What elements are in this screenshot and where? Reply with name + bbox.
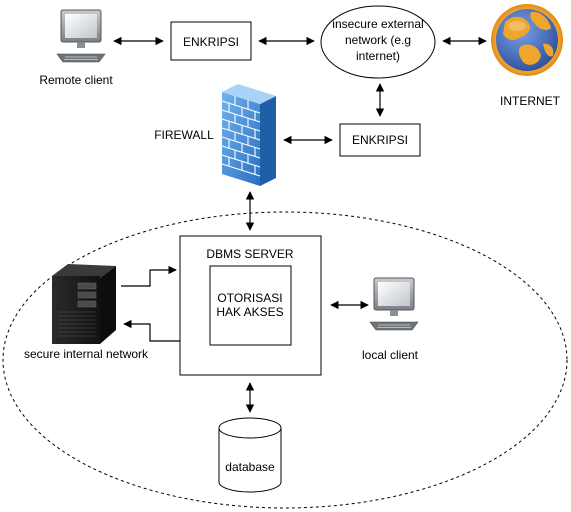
insecure-network-line-3: internet) <box>356 49 400 63</box>
otorisasi-line-2: HAK AKSES <box>216 305 283 319</box>
firewall-label: FIREWALL <box>154 128 214 142</box>
insecure-network-line-1: insecure external <box>332 17 423 31</box>
database-cylinder-icon <box>218 417 282 493</box>
server-tower-icon <box>52 264 116 344</box>
enkripsi-top-box <box>170 21 252 61</box>
brick-firewall-icon <box>221 84 276 186</box>
local-client-label: local client <box>362 348 419 362</box>
insecure-network-line-2: network (e.g <box>345 33 411 47</box>
edge-dbms-to-server <box>123 319 180 342</box>
dbms-server-label: DBMS SERVER <box>206 247 293 261</box>
otorisasi-box <box>209 265 292 346</box>
otorisasi-line-1: OTORISASI <box>217 291 282 305</box>
secure-internal-label: secure internal network <box>24 347 149 361</box>
internet-label: INTERNET <box>500 94 561 108</box>
globe-icon <box>491 4 563 76</box>
desktop-computer-icon <box>369 277 419 331</box>
enkripsi-mid-box <box>339 123 421 157</box>
insecure-network-node <box>320 5 436 79</box>
database-label: database <box>225 460 275 474</box>
desktop-computer-icon <box>56 9 106 63</box>
secure-zone-boundary <box>2 211 568 509</box>
enkripsi-top-label: ENKRIPSI <box>183 35 239 49</box>
enkripsi-mid-label: ENKRIPSI <box>352 133 408 147</box>
edge-server-to-dbms <box>121 265 177 287</box>
remote-client-label: Remote client <box>39 73 113 87</box>
